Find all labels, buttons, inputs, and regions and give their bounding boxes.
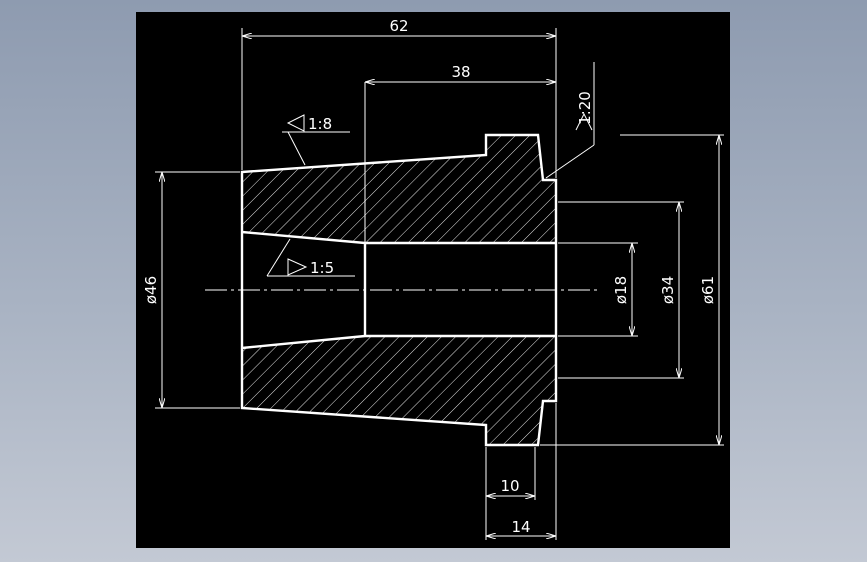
technical-drawing: 62 38 1:8 1:5 1:20 ø46 ø18 [142,17,724,540]
dim-dia-bore[interactable]: ø18 [558,242,638,337]
dim-taper-length[interactable]: 38 [365,63,556,82]
taper-flange-text: 1:20 [576,91,594,125]
cad-viewport[interactable]: 62 38 1:8 1:5 1:20 ø46 ø18 [136,12,730,548]
dim-dia-left-text: ø46 [142,276,160,304]
section-lower-hatch [242,336,556,445]
taper-outer-annotation[interactable]: 1:8 [282,114,350,166]
dim-dia-shoulder[interactable]: ø34 [558,201,684,379]
dim-dia-flange[interactable]: ø61 [540,134,724,446]
taper-inner-annotation[interactable]: 1:5 [266,238,355,277]
taper-inner-text: 1:5 [310,259,334,277]
taper-outer-text: 1:8 [308,115,332,133]
dim-flange-width-inner[interactable]: 10 [485,447,536,540]
dim-dia-bore-text: ø18 [612,276,630,304]
dim-dia-flange-text: ø61 [699,276,717,304]
dim-flange-width-outer-text: 14 [511,518,530,536]
taper-flange-annotation[interactable]: 1:20 [545,62,595,179]
dim-dia-shoulder-text: ø34 [659,276,677,304]
dim-overall-length[interactable]: 62 [241,17,557,178]
dim-dia-left[interactable]: ø46 [142,171,240,409]
dim-taper-length-text: 38 [451,63,470,81]
dim-flange-width-inner-text: 10 [500,477,519,495]
dim-overall-length-text: 62 [389,17,408,35]
part-outline [240,133,558,447]
section-upper-hatch [242,135,556,243]
dim-flange-width-outer[interactable]: 14 [486,403,557,540]
